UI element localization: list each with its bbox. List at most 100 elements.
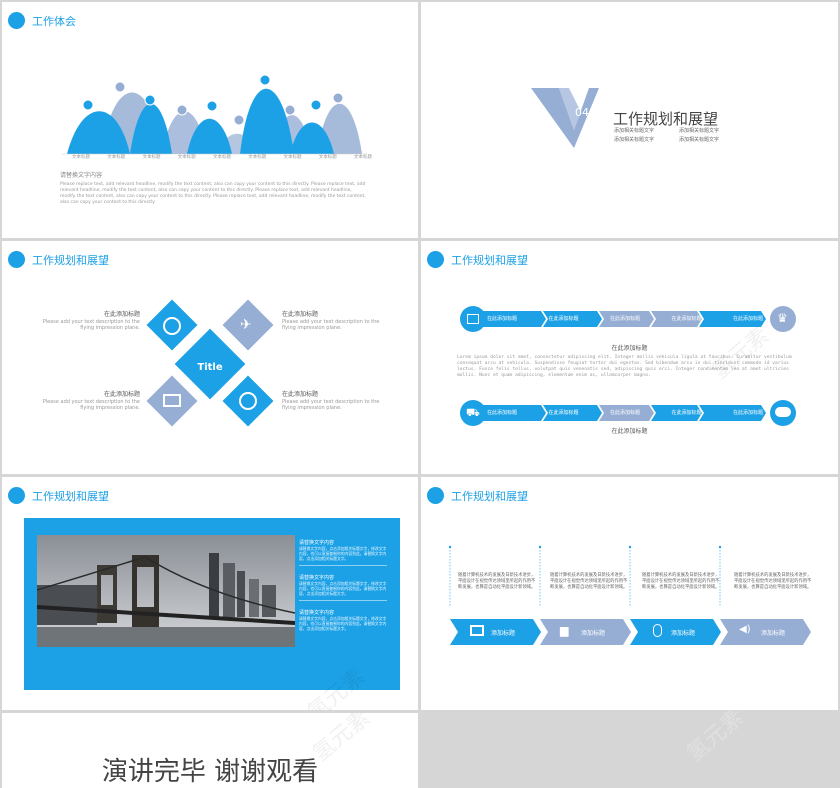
gear-icon bbox=[163, 317, 181, 335]
section-item: 添加相关标题文字 bbox=[614, 137, 655, 143]
watermark: 氢元素 bbox=[682, 705, 749, 767]
mountain-label: 文本标题 bbox=[107, 155, 126, 160]
arrow-label: 添加标题 bbox=[581, 630, 606, 637]
v-logo bbox=[531, 88, 599, 148]
block-text: Please add your text description to the … bbox=[282, 319, 380, 331]
slide-4[interactable]: 工作规划和展望 ♛ ⛟ 在此添加标题 在此添加标题 在此添加标题 在此添加标题 bbox=[421, 241, 838, 474]
slide-6[interactable]: 工作规划和展望 随着计算机技术的发展及日新技术进步，平面设计在视觉传达领域里所起… bbox=[421, 477, 838, 710]
side-item: 请替换文字内容 请替换文字内容，点击添加相关标题文字，修改文字内容，也可以直接复… bbox=[299, 539, 387, 566]
row-label: 在此添加标题 bbox=[609, 316, 640, 322]
row-label: 在此添加标题 bbox=[548, 410, 579, 416]
block-title: 在此添加标题 bbox=[103, 311, 140, 318]
slide-5[interactable]: 工作规划和展望 请替换文字内容 请替换文字内容，点击添加相关标题文字，修改文字内… bbox=[2, 477, 418, 710]
side-item-title: 请替换文字内容 bbox=[299, 575, 335, 581]
body-text: Please replace text, add relevant headli… bbox=[60, 182, 366, 205]
header-dot bbox=[8, 251, 25, 268]
block-text: Please add your text description to the … bbox=[42, 319, 140, 331]
map-pins bbox=[82, 74, 344, 126]
body-block: 请替换文字内容 Please replace text, add relevan… bbox=[60, 172, 366, 206]
cart-icon: ⛟ bbox=[466, 406, 480, 419]
arrow-label: 添加标题 bbox=[761, 630, 786, 637]
side-item-text: 请替换文字内容，点击添加相关标题文字，修改文字内容，也可以直接复制你的内容到此。… bbox=[299, 616, 387, 631]
timeline bbox=[448, 545, 811, 645]
mid-title: 在此添加标题 bbox=[611, 345, 648, 352]
header-dot bbox=[8, 487, 25, 504]
side-item-text: 请替换文字内容，点击添加相关标题文字，修改文字内容，也可以直接复制你的内容到此。… bbox=[299, 546, 387, 561]
timeline-text: 随着计算机技术的发展及日新技术进步，平面设计在视觉传达领域里所起的作用不断发展，… bbox=[642, 573, 720, 590]
mountain-label: 文本标题 bbox=[318, 155, 337, 160]
mountain-label: 文本标题 bbox=[72, 155, 90, 160]
row-label: 在此添加标题 bbox=[671, 410, 702, 416]
trophy-icon: ♛ bbox=[777, 311, 788, 325]
text-block: 在此添加标题 Please add your text description … bbox=[32, 391, 140, 411]
globe-icon bbox=[239, 392, 257, 410]
monitor-icon bbox=[163, 394, 181, 407]
slide-3[interactable]: 工作规划和展望 ✈ Title 在此添加标题 Please add your t… bbox=[2, 241, 418, 474]
row-labels-top: 在此添加标题 在此添加标题 在此添加标题 在此添加标题 在此添加标题 bbox=[487, 316, 763, 322]
block-title: 在此添加标题 bbox=[282, 391, 319, 398]
slide-2[interactable]: 04 工作规划和展望 添加相关标题文字 添加相关标题文字 添加相关标题文字 添加… bbox=[421, 2, 838, 238]
slide-header: 工作规划和展望 bbox=[427, 487, 528, 504]
sitemap-icon bbox=[467, 314, 479, 324]
slide-title: 工作规划和展望 bbox=[451, 253, 528, 267]
mountain-chart bbox=[62, 74, 367, 155]
header-dot bbox=[8, 12, 25, 29]
mountain-label: 文本标题 bbox=[142, 155, 161, 160]
side-items: 请替换文字内容 请替换文字内容，点击添加相关标题文字，修改文字内容，也可以直接复… bbox=[299, 539, 387, 631]
briefcase-icon bbox=[470, 625, 484, 636]
row-labels-bottom: 在此添加标题 在此添加标题 在此添加标题 在此添加标题 在此添加标题 bbox=[487, 410, 763, 416]
text-block: 在此添加标题 Please add your text description … bbox=[282, 391, 390, 411]
header-dot bbox=[427, 251, 444, 268]
timeline-text: 随着计算机技术的发展及日新技术进步，平面设计在视觉传达领域里所起的作用不断发展，… bbox=[734, 573, 812, 590]
mountain-label: 文本标题 bbox=[354, 155, 372, 160]
mountain-label: 文本标题 bbox=[213, 155, 231, 160]
section-item: 添加相关标题文字 bbox=[614, 128, 655, 134]
block-text: Please add your text description to the … bbox=[282, 399, 380, 411]
slide-header: 工作体会 bbox=[8, 12, 76, 29]
mountain-label: 文本标题 bbox=[283, 155, 302, 160]
bar-chart-icon: ▆ bbox=[560, 624, 569, 637]
paper-plane-icon: ✈ bbox=[240, 317, 252, 333]
mountain-label: 文本标题 bbox=[248, 155, 267, 160]
text-block: 在此添加标题 Please add your text description … bbox=[282, 311, 390, 331]
section-item: 添加相关标题文字 bbox=[679, 128, 720, 134]
slide-title: 工作规划和展望 bbox=[451, 489, 528, 503]
row-label: 在此添加标题 bbox=[487, 410, 518, 416]
closing-text: 演讲完毕 谢谢观看 bbox=[101, 757, 319, 787]
section-items: 添加相关标题文字 添加相关标题文字 添加相关标题文字 添加相关标题文字 bbox=[614, 128, 744, 143]
mountains bbox=[67, 88, 362, 154]
empty-slot: 氢元素 bbox=[421, 705, 838, 788]
section-item: 添加相关标题文字 bbox=[679, 137, 720, 143]
diamond-diagram bbox=[146, 299, 274, 427]
side-item-text: 请替换文字内容，点击添加相关标题文字，修改文字内容，也可以直接复制你的内容到此。… bbox=[299, 581, 387, 596]
text-block: 在此添加标题 Please add your text description … bbox=[32, 311, 140, 331]
slide-title: 工作规划和展望 bbox=[32, 489, 109, 503]
slide-7[interactable]: 演讲完毕 谢谢观看 氢元素 bbox=[2, 713, 418, 788]
speaker-icon: ◀) bbox=[739, 624, 751, 635]
timeline-texts: 随着计算机技术的发展及日新技术进步，平面设计在视觉传达领域里所起的作用不断发展，… bbox=[458, 573, 818, 591]
block-title: 在此添加标题 bbox=[282, 311, 319, 318]
row-label: 在此添加标题 bbox=[487, 316, 518, 322]
cloud-icon bbox=[775, 407, 791, 417]
arrow-label: 添加标题 bbox=[671, 630, 696, 637]
body-title: 请替换文字内容 bbox=[60, 172, 103, 179]
center-title: Title bbox=[197, 362, 223, 373]
process-rows bbox=[460, 306, 796, 426]
lorem-text: Lorem ipsum dolor sit amet, consectetur … bbox=[457, 355, 792, 378]
row-label: 在此添加标题 bbox=[609, 410, 640, 416]
timeline-text: 随着计算机技术的发展及日新技术进步，平面设计在视觉传达领域里所起的作用不断发展，… bbox=[550, 573, 628, 590]
row-label: 在此添加标题 bbox=[671, 316, 702, 322]
row-label: 在此添加标题 bbox=[548, 316, 579, 322]
block-title: 在此添加标题 bbox=[103, 391, 140, 398]
row-label: 在此添加标题 bbox=[732, 316, 763, 322]
slide-1[interactable]: 工作体会 bbox=[2, 2, 418, 238]
timeline-text: 随着计算机技术的发展及日新技术进步，平面设计在视觉传达领域里所起的作用不断发展，… bbox=[458, 573, 536, 590]
section-number: 04 bbox=[575, 106, 589, 119]
row-label: 在此添加标题 bbox=[732, 410, 763, 416]
block-text: Please add your text description to the … bbox=[42, 399, 140, 411]
mouse-icon bbox=[653, 624, 662, 637]
side-item: 请替换文字内容 请替换文字内容，点击添加相关标题文字，修改文字内容，也可以直接复… bbox=[299, 574, 387, 601]
bridge-photo bbox=[37, 535, 295, 647]
mountain-labels: 文本标题 文本标题 文本标题 文本标题 文本标题 文本标题 文本标题 文本标题 … bbox=[72, 155, 372, 161]
